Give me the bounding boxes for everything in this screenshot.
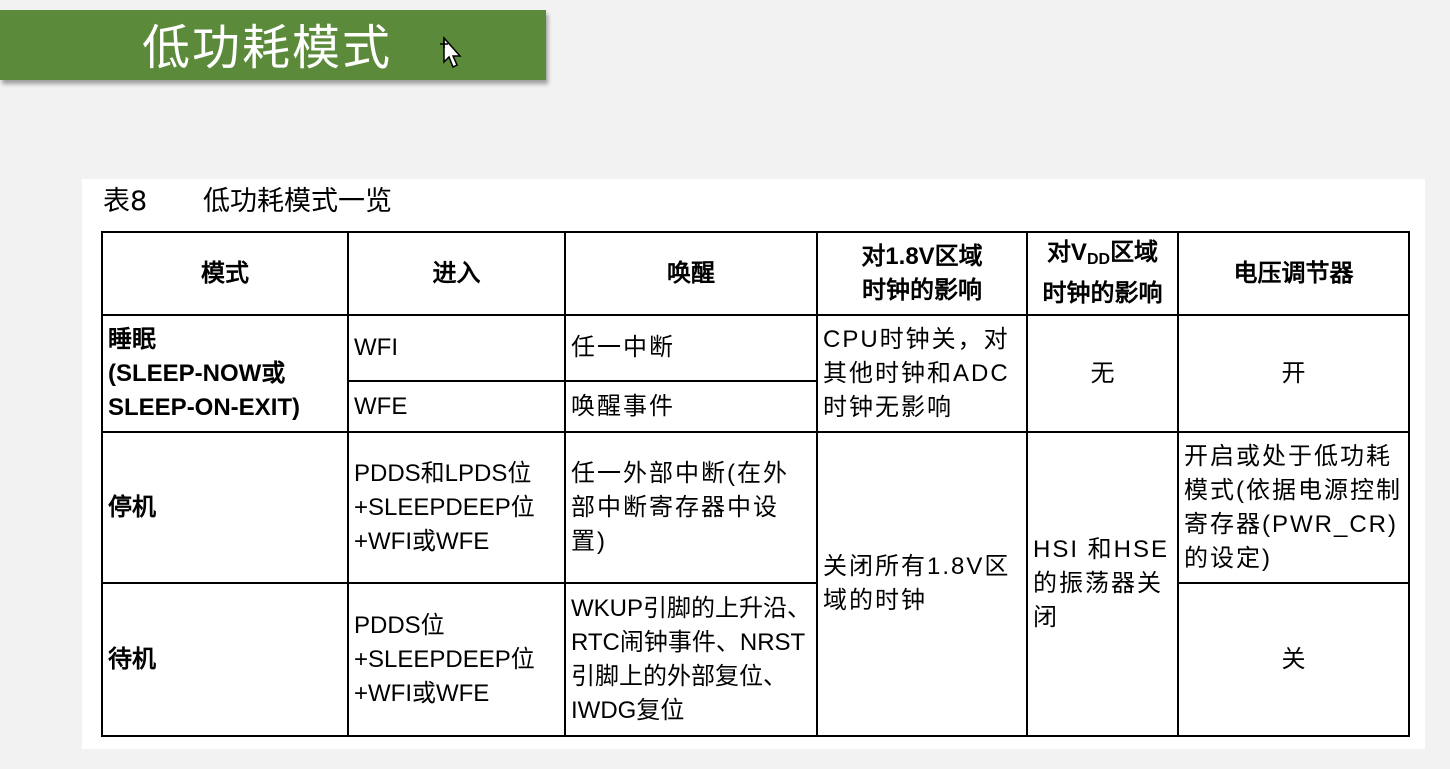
header-regulator: 电压调节器 — [1177, 231, 1410, 316]
header-enter: 进入 — [347, 231, 566, 316]
enter-sleep-wfi: WFI — [347, 314, 566, 382]
header-vdd-line2: 时钟的影响 — [1042, 280, 1163, 307]
table-row-sleep-wfi: 睡眠 (SLEEP-NOW或 SLEEP-ON-EXIT) WFI 任一中断 C… — [101, 314, 1410, 433]
header-clock-1v8-line1: 对1.8V区域 — [861, 242, 983, 270]
slide-title-banner: 低功耗模式 — [0, 10, 546, 80]
table-header-row: 模式 进入 唤醒 对1.8V区域 时钟的影响 对VDD区域 时钟的影响 电压调节… — [101, 231, 1410, 316]
regulator-stop: 开启或处于低功耗模式(依据电源控制寄存器(PWR_CR)的设定) — [1177, 431, 1410, 584]
regulator-sleep: 开 — [1177, 314, 1410, 433]
clock1v8-sleep: CPU时钟关，对其他时钟和ADC时钟无影响 — [816, 314, 1028, 433]
wake-standby: WKUP引脚的上升沿、RTC闹钟事件、NRST引脚上的外部复位、IWDG复位 — [564, 582, 818, 737]
low-power-modes-table: 模式 进入 唤醒 对1.8V区域 时钟的影响 对VDD区域 时钟的影响 电压调节… — [101, 231, 1410, 737]
vdd-sleep: 无 — [1026, 314, 1179, 433]
caption-number: 表8 — [103, 186, 148, 217]
table-caption: 表8 低功耗模式一览 — [103, 184, 392, 220]
mode-stop: 停机 — [101, 431, 349, 584]
wake-sleep-wfi: 任一中断 — [564, 314, 818, 382]
enter-standby: PDDS位 +SLEEPDEEP位 +WFI或WFE — [347, 582, 566, 737]
mode-standby: 待机 — [101, 582, 349, 737]
move-cursor-icon — [440, 36, 462, 69]
regulator-standby: 关 — [1177, 582, 1410, 737]
header-vdd-clock: 对VDD区域 时钟的影响 — [1026, 231, 1179, 316]
wake-sleep-wfe: 唤醒事件 — [564, 380, 818, 433]
enter-sleep-wfe: WFE — [347, 380, 566, 433]
enter-stop: PDDS和LPDS位 +SLEEPDEEP位 +WFI或WFE — [347, 431, 566, 584]
table-row-stop: 停机 PDDS和LPDS位 +SLEEPDEEP位 +WFI或WFE 任一外部中… — [101, 431, 1410, 737]
header-wakeup: 唤醒 — [564, 231, 818, 316]
slide-title: 低功耗模式 — [142, 20, 393, 76]
mode-sleep: 睡眠 (SLEEP-NOW或 SLEEP-ON-EXIT) — [101, 314, 349, 433]
caption-title: 低功耗模式一览 — [203, 186, 392, 217]
header-mode: 模式 — [101, 231, 349, 316]
header-clock-1v8-line2: 时钟的影响 — [862, 276, 982, 304]
wake-stop: 任一外部中断(在外部中断寄存器中设置) — [564, 431, 818, 584]
header-vdd-line1: 对VDD区域 — [1046, 239, 1159, 268]
table-row-standby: 待机 PDDS位 +SLEEPDEEP位 +WFI或WFE WKUP引脚的上升沿… — [101, 582, 1410, 737]
table-row-sleep-wfe: WFE 唤醒事件 — [102, 380, 1409, 433]
header-clock-1v8: 对1.8V区域 时钟的影响 — [816, 231, 1028, 316]
clock1v8-stop-standby: 关闭所有1.8V区域的时钟 — [816, 431, 1028, 737]
vdd-stop-standby: HSI 和HSE的振荡器关闭 — [1026, 431, 1179, 737]
